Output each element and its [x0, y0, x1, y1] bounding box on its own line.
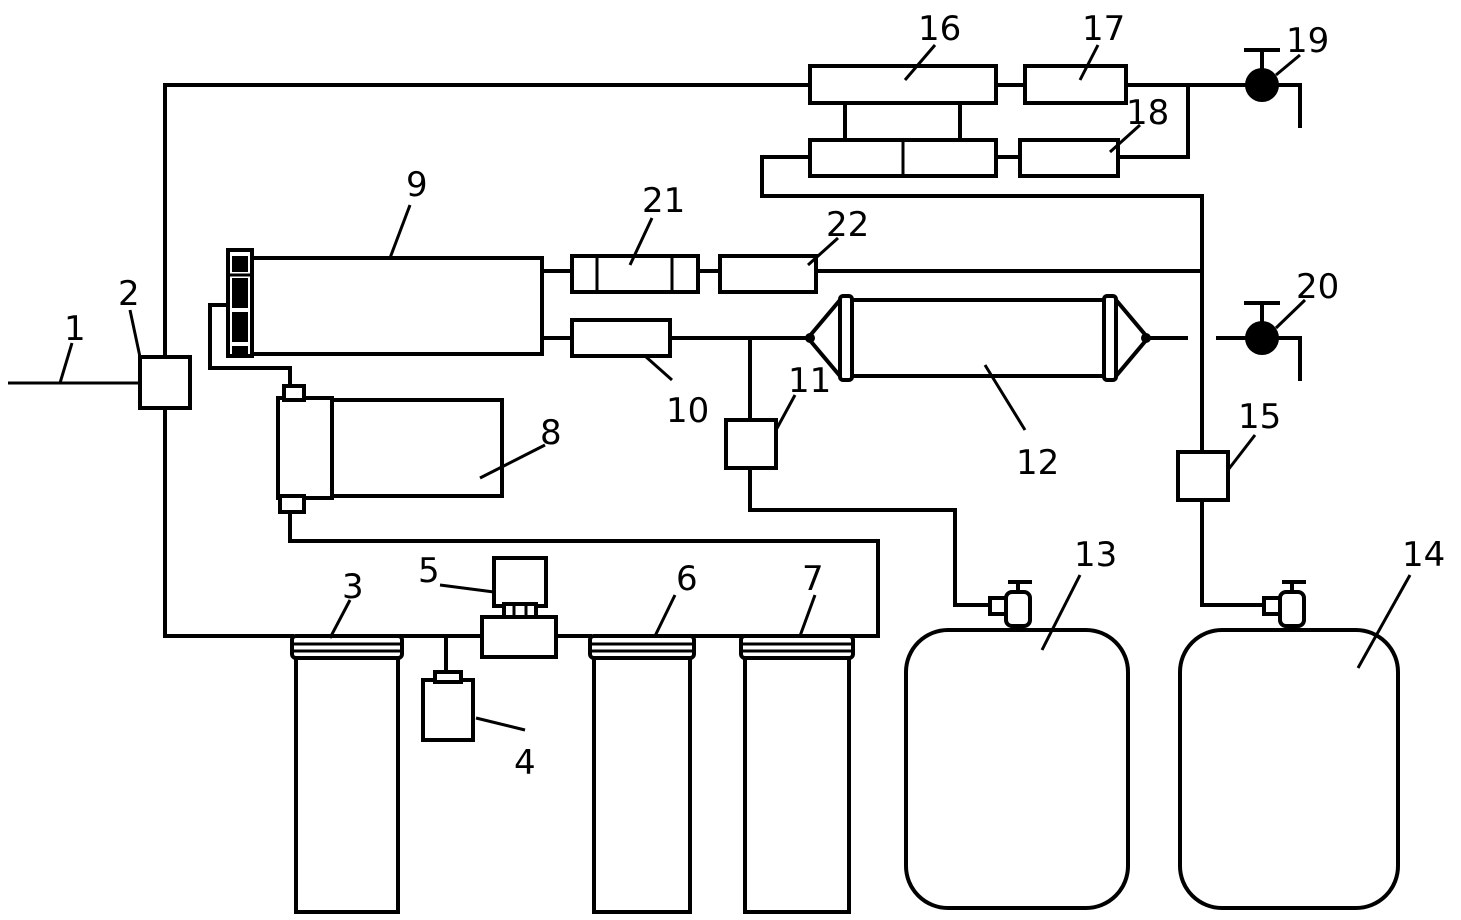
label-18: 18 — [1126, 93, 1169, 133]
label-17: 17 — [1082, 9, 1125, 49]
label-8: 8 — [540, 413, 562, 453]
pressure-switch-box — [421, 678, 475, 742]
component-18 — [1018, 138, 1120, 178]
label-9: 9 — [406, 165, 428, 205]
membrane-housing-9 — [226, 248, 544, 358]
filter-cartridge-3 — [290, 634, 404, 914]
component-16 — [808, 64, 998, 178]
inlet-valve-box — [138, 355, 192, 410]
label-1: 1 — [64, 309, 86, 349]
storage-tank-13 — [904, 580, 1130, 910]
component-10 — [570, 318, 672, 358]
label-6: 6 — [676, 559, 698, 599]
label-13: 13 — [1074, 535, 1117, 575]
pipes — [8, 83, 1266, 682]
label-20: 20 — [1296, 267, 1339, 307]
component-15 — [1176, 450, 1230, 502]
label-16: 16 — [918, 9, 961, 49]
filter-cartridge-7 — [739, 634, 855, 914]
label-15: 15 — [1238, 397, 1281, 437]
label-12: 12 — [1016, 443, 1059, 483]
labels: 1 2 3 4 5 6 7 8 9 10 11 12 13 14 15 16 1… — [64, 9, 1445, 783]
label-2: 2 — [118, 274, 140, 314]
membrane-housing-8 — [276, 384, 504, 514]
label-7: 7 — [802, 559, 824, 599]
pump-assembly — [480, 556, 558, 659]
label-5: 5 — [418, 551, 440, 591]
filter-cartridge-6 — [588, 634, 696, 914]
component-21 — [570, 254, 700, 294]
faucet-19 — [1244, 48, 1302, 128]
component-11 — [724, 418, 778, 470]
label-11: 11 — [788, 361, 831, 401]
pressure-vessel-12 — [805, 294, 1151, 382]
component-17 — [1023, 64, 1128, 105]
storage-tank-14 — [1178, 580, 1400, 910]
label-10: 10 — [666, 391, 709, 431]
component-22 — [718, 254, 818, 294]
pressure-switch-cap — [433, 670, 463, 684]
label-3: 3 — [342, 567, 364, 607]
label-4: 4 — [514, 743, 536, 783]
label-19: 19 — [1286, 21, 1329, 61]
leader-lines — [58, 44, 1412, 732]
label-22: 22 — [826, 205, 869, 245]
label-21: 21 — [642, 181, 685, 221]
label-14: 14 — [1402, 535, 1445, 575]
faucet-20 — [1244, 301, 1302, 381]
